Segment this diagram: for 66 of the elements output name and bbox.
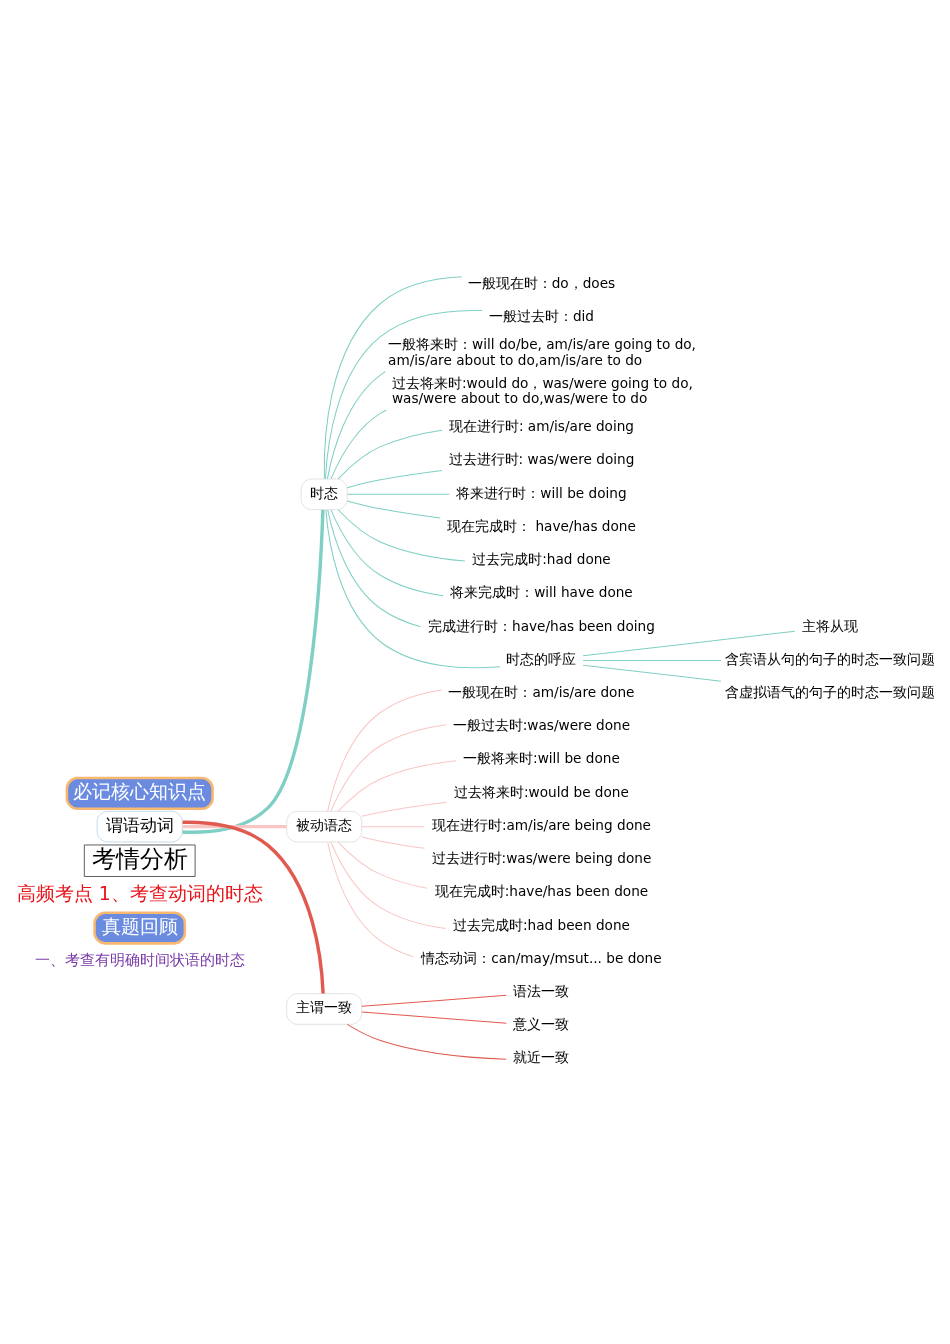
node-text: 情态动词：can/may/msut... be done: [421, 949, 662, 966]
node-text: 现在完成时:have/has been done: [434, 883, 649, 900]
connector: [337, 429, 443, 480]
connector: [326, 371, 386, 480]
node-box: 考情分析: [83, 844, 196, 877]
node-text: 语法一致: [513, 983, 570, 1000]
connector: [582, 660, 722, 661]
connector: [361, 801, 448, 817]
label: 一、考查有明确时间状语的时态: [34, 951, 245, 970]
connector: [323, 276, 463, 480]
node-text: 含宾语从句的句子的时态一致问题: [724, 650, 935, 667]
connector: [582, 630, 796, 657]
connector: [346, 1023, 507, 1060]
connector: [325, 509, 501, 669]
connector: [337, 509, 466, 562]
connector: [330, 724, 447, 812]
node-text: 一般过去时：did: [488, 308, 595, 325]
connector: [337, 760, 457, 812]
node-text: 现在完成时： have/has done: [447, 517, 636, 534]
node-text: 过去完成时:had been done: [452, 916, 630, 933]
node-box: 谓语动词: [96, 810, 183, 843]
node-text: 含虚拟语气的句子的时态一致问题: [724, 683, 935, 700]
connector: [361, 826, 426, 828]
connector: [182, 509, 325, 834]
label: 高频考点 1、考查动词的时态: [16, 882, 263, 904]
node-box: 主谓一致: [286, 993, 363, 1025]
connector: [346, 469, 443, 489]
connector: [361, 994, 507, 1007]
node-text: 一般将来时：will do/be, am/is/are going to do,am/is/are about to do,am/is/are to do: [388, 336, 696, 368]
connector: [346, 500, 441, 519]
connector: [337, 841, 428, 889]
node-text: 过去完成时:had done: [472, 551, 611, 568]
node-text: 过去将来时:would do，was/were going to do,was/were about to do,was/were to do: [391, 374, 693, 407]
node-text: 过去进行时: was/were doing: [448, 451, 635, 468]
connector: [361, 836, 426, 849]
connector: [361, 1011, 507, 1024]
connector: [327, 689, 443, 812]
node-text: 主将从现: [801, 617, 858, 634]
connector: [582, 664, 722, 682]
connector: [330, 509, 444, 597]
connector: [330, 841, 447, 929]
node-text: 就近一致: [513, 1049, 570, 1066]
node-box: 被动语态: [286, 810, 363, 843]
node-text: 将来完成时：will have done: [450, 584, 633, 601]
node-text: 一般过去时:was/were done: [452, 717, 631, 734]
node-text: 完成进行时：have/has been doing: [428, 617, 655, 634]
node-text: 过去将来时:would be done: [454, 783, 629, 800]
connector: [327, 509, 422, 628]
node-text: 意义一致: [513, 1016, 570, 1033]
node-text: 现在进行时:am/is/are being done: [431, 816, 651, 833]
node-box: 时态: [300, 478, 348, 511]
node-text: 将来进行时：will be doing: [456, 484, 627, 501]
connector: [182, 824, 287, 829]
node-text: 时态的呼应: [506, 650, 577, 667]
node-text: 过去进行时:was/were being done: [431, 850, 652, 867]
node-box: 必记核心知识点: [65, 776, 214, 811]
node-box: 真题回顾: [93, 911, 187, 945]
connector: [327, 841, 414, 958]
node-text: 现在进行时: am/is/are doing: [448, 418, 634, 435]
connector: [324, 309, 483, 480]
connector: [330, 409, 387, 480]
node-text: 一般现在时：do，does: [467, 274, 616, 291]
node-text: 一般将来时:will be done: [463, 750, 620, 767]
connector: [346, 493, 450, 495]
connector: [182, 820, 325, 994]
node-text: 一般现在时：am/is/are done: [448, 683, 635, 700]
